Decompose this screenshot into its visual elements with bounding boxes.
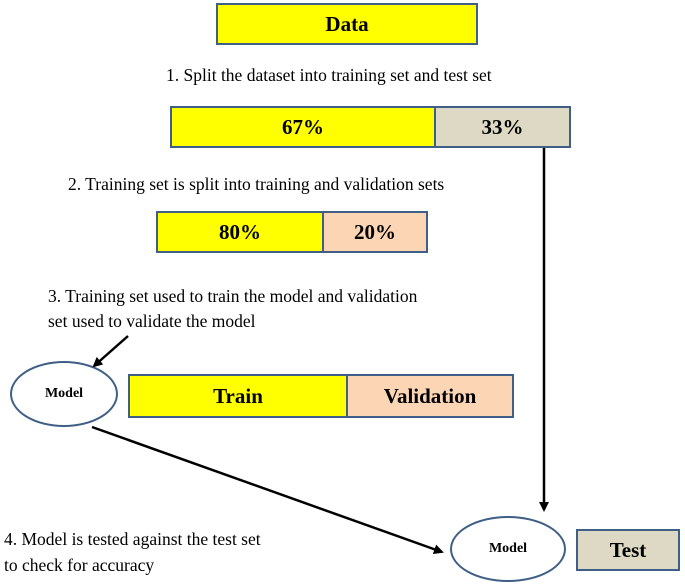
train-validation-bar: Train Validation: [128, 374, 514, 418]
test-33-label: 33%: [481, 114, 524, 139]
step4-caption-line1: 4. Model is tested against the test set: [4, 529, 261, 549]
step2-caption: 2. Training set is split into training a…: [68, 174, 445, 194]
step3-caption-line2: set used to validate the model: [48, 311, 256, 331]
step3-caption-line1: 3. Training set used to train the model …: [48, 286, 418, 306]
split-bar-train-validation: 80% 20%: [156, 211, 428, 253]
train-label: Train: [213, 383, 263, 408]
test-box-label: Test: [609, 537, 647, 562]
validation-20-segment: 20%: [322, 213, 426, 251]
validation-label: Validation: [383, 383, 477, 408]
split-bar-train-test: 67% 33%: [170, 106, 571, 148]
arrow-caption-to-model: [92, 335, 129, 368]
model-label-testing: Model: [488, 541, 528, 556]
train-segment: Train: [130, 376, 346, 416]
model-ellipse-training: Model: [10, 361, 118, 427]
data-box-label: Data: [325, 11, 369, 36]
test-33-segment: 33%: [434, 108, 569, 146]
train-80-label: 80%: [219, 219, 261, 244]
train-67-segment: 67%: [172, 108, 434, 146]
validation-20-label: 20%: [354, 219, 396, 244]
arrow-trained-model-to-test-model: [91, 425, 444, 555]
model-label-training: Model: [44, 386, 84, 401]
data-box: Data: [216, 3, 478, 45]
train-67-label: 67%: [282, 114, 324, 139]
train-80-segment: 80%: [158, 213, 322, 251]
test-box: Test: [576, 529, 680, 571]
model-ellipse-testing: Model: [450, 516, 566, 582]
step1-caption: 1. Split the dataset into training set a…: [166, 65, 492, 85]
step4-caption-line2: to check for accuracy: [4, 555, 155, 575]
validation-segment: Validation: [346, 376, 512, 416]
